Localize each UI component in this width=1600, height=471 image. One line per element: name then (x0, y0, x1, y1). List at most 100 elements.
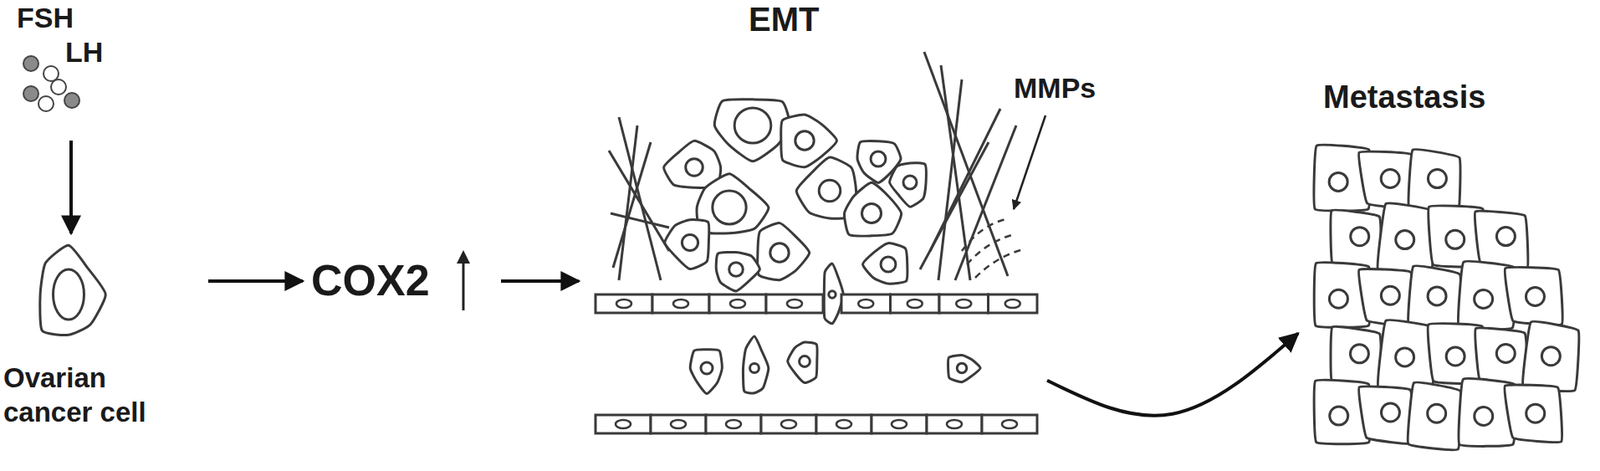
hormone-dot-white (51, 79, 67, 95)
mmp-pointer (1013, 115, 1046, 210)
hormone-dot-white (38, 96, 54, 112)
cell-nucleus (1380, 169, 1400, 189)
cell-nucleus (1474, 406, 1493, 425)
cell-outline (1407, 382, 1462, 450)
cell-nucleus (1380, 403, 1400, 422)
mmp-degradation (966, 234, 1016, 265)
callout-label: MMPs (1013, 71, 1096, 105)
diagram-node: FSHLH (16, 1, 126, 134)
diagram-node: Ovarian cancer cell (3, 238, 162, 440)
node-label: LH (65, 35, 103, 69)
cell-outline (714, 99, 790, 162)
membrane-segment (939, 294, 989, 313)
fiber (608, 150, 670, 251)
cell-nucleus (1380, 286, 1400, 305)
membrane-segment (871, 414, 927, 434)
hormone-dot-white (43, 66, 59, 82)
cell-nucleus (685, 158, 703, 176)
cell-nucleus (1329, 289, 1348, 308)
cell-nucleus (818, 179, 841, 202)
diagram-node: COX2 (311, 247, 493, 315)
membrane-nucleus (670, 419, 686, 429)
fiber (938, 79, 962, 281)
cell-nucleus (956, 362, 967, 374)
diagram-node: Metastasis (1304, 79, 1581, 448)
cell-nucleus (1427, 169, 1447, 189)
diagram-node: EMT (585, 0, 1046, 448)
cell-outline (1504, 266, 1563, 325)
cell-nucleus (770, 243, 789, 262)
cell-nucleus (880, 256, 896, 272)
label-slot: MMPs (0, 0, 82, 33)
membrane-nucleus (616, 299, 632, 308)
cell-nucleus (1395, 230, 1415, 250)
cell-nucleus (828, 291, 836, 298)
fiber (940, 65, 971, 281)
membrane-segment (709, 294, 767, 313)
membrane-nucleus (1001, 419, 1018, 429)
increase-arrow-head (456, 250, 471, 264)
cell-nucleus (681, 234, 698, 251)
node-label: Ovarian cancer cell (3, 360, 162, 430)
membrane-nucleus (787, 299, 803, 308)
cell-nucleus (712, 190, 747, 225)
membrane-nucleus (615, 419, 631, 429)
cell-nucleus (870, 151, 886, 167)
stage-title: EMT (748, 0, 819, 39)
cell-nucleus (799, 356, 811, 368)
node-label: FSH (16, 1, 74, 35)
cell-outline (844, 182, 902, 236)
cell-nucleus (1526, 403, 1545, 423)
cell-outline (889, 163, 927, 207)
cell-outline (1359, 151, 1416, 209)
cell-nucleus (1446, 230, 1465, 249)
mmp-degradation (961, 219, 1006, 251)
cell-nucleus (700, 362, 713, 374)
membrane-nucleus (730, 299, 746, 308)
cell-outline (742, 336, 768, 394)
cell-outline (1474, 210, 1528, 270)
membrane-nucleus (836, 419, 852, 429)
cell-outline (1523, 321, 1580, 391)
flow-arrow (1047, 333, 1299, 416)
membrane-segment (890, 294, 941, 313)
fiber (618, 125, 638, 281)
fiber (930, 108, 1001, 251)
cell-nucleus (861, 203, 881, 223)
membrane-nucleus (858, 299, 874, 308)
metastasis-cells (1313, 144, 1580, 450)
hormone-dot-grey (23, 86, 39, 102)
membrane-segment (981, 414, 1038, 434)
cell-nucleus (1496, 227, 1515, 246)
stage-title: Metastasis (1323, 79, 1486, 117)
cell-nucleus (903, 175, 917, 190)
membrane-segment (816, 414, 872, 434)
cell-outline (690, 349, 722, 394)
membrane-segment (761, 414, 817, 434)
hormone-dot-grey (64, 92, 80, 108)
membrane-nucleus (891, 419, 907, 429)
cell-nucleus (795, 131, 814, 150)
cell-nucleus (1525, 287, 1544, 307)
cell-nucleus (750, 363, 760, 374)
cell-nucleus (1329, 172, 1348, 191)
flow-arrow (208, 279, 303, 283)
ovarian-cell (40, 245, 106, 335)
mmp-degradation (975, 249, 1024, 278)
fiber (613, 142, 651, 268)
cell-nucleus (1474, 289, 1493, 308)
cell-outline (1504, 384, 1562, 442)
cell-nucleus (1395, 347, 1415, 367)
cell-nucleus (1350, 227, 1370, 246)
cell-nucleus (1427, 403, 1447, 423)
cell-outline (40, 245, 106, 335)
membrane-segment (705, 414, 762, 434)
cell-nucleus (1496, 344, 1515, 363)
cell-nucleus (1427, 286, 1447, 306)
membrane-segment (595, 294, 653, 313)
cell-outline (715, 251, 760, 291)
cell-nucleus (1329, 406, 1349, 425)
